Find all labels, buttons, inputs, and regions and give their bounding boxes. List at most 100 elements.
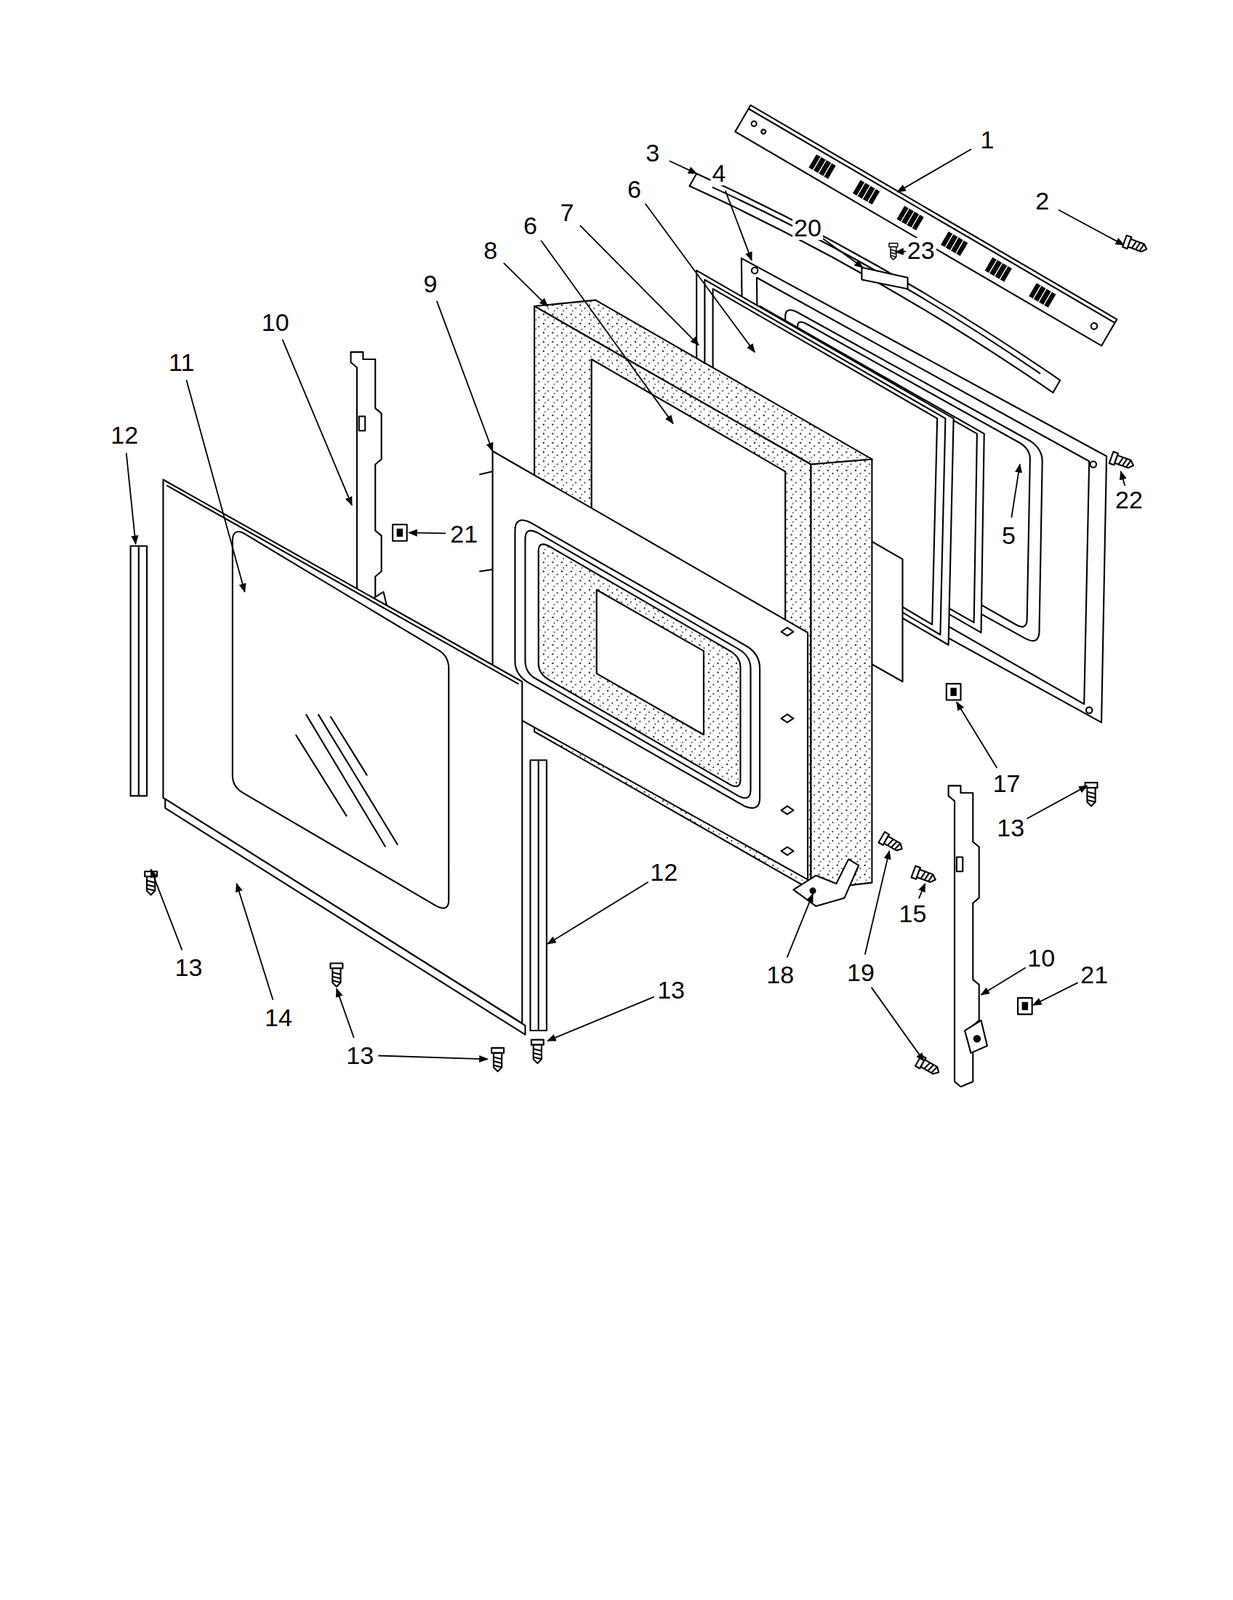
callout-number: 4	[711, 160, 728, 186]
side-trim	[138, 545, 140, 797]
clip	[946, 683, 962, 700]
leader-lines	[126, 149, 1126, 1061]
clip	[1017, 997, 1033, 1014]
door-hinge	[974, 1035, 981, 1042]
outer-door-glass	[162, 479, 522, 1024]
leader-line	[865, 850, 890, 954]
outer-door-glass	[232, 531, 449, 909]
screw	[1109, 451, 1136, 472]
leader-line	[918, 883, 925, 898]
door-liner	[781, 627, 794, 855]
bracket	[793, 858, 859, 906]
clip	[950, 687, 957, 696]
door-liner	[514, 519, 760, 808]
clip	[1022, 1001, 1028, 1010]
callout-number: 21	[448, 521, 480, 546]
callout-number: 6	[521, 213, 539, 238]
inner-door-panel	[1086, 706, 1092, 713]
callout-number: 13	[173, 954, 205, 980]
plate	[861, 242, 908, 289]
door-hinge	[956, 857, 963, 872]
door-liner	[479, 471, 493, 669]
inner-door-panel	[1090, 460, 1097, 467]
callout-number: 13	[655, 977, 687, 1002]
screw	[915, 1054, 942, 1078]
side-trim	[537, 759, 540, 1031]
bottom-trim	[165, 798, 525, 1035]
leader-line	[547, 881, 648, 944]
leader-line	[540, 240, 674, 424]
screw	[911, 865, 938, 886]
callout-number: 2	[1033, 188, 1051, 214]
leader-line	[1121, 471, 1126, 486]
leader-line	[871, 987, 925, 1061]
vent-trim	[750, 119, 758, 128]
screw	[878, 831, 905, 855]
leader-line	[126, 452, 136, 544]
side-trim	[130, 545, 147, 797]
bracket	[793, 858, 859, 906]
leader-line	[669, 160, 697, 174]
screw	[330, 962, 344, 986]
callout-number: 17	[991, 770, 1023, 796]
leader-line	[787, 893, 813, 957]
door-liner	[479, 450, 808, 879]
door-hinge	[359, 416, 365, 432]
leader-line	[725, 190, 752, 261]
callout-number: 10	[1025, 945, 1057, 970]
screw	[1122, 235, 1149, 256]
leader-line	[1026, 785, 1087, 818]
vent-trim	[812, 157, 1052, 306]
leader-line	[547, 996, 654, 1041]
leader-line	[186, 380, 245, 592]
inner-door-panel	[751, 267, 758, 274]
plate	[861, 267, 908, 289]
callout-number: 20	[792, 215, 823, 240]
side-trim	[130, 545, 547, 1031]
door-hinge	[948, 785, 988, 1087]
clip	[396, 528, 403, 537]
vent-trim	[812, 157, 1052, 306]
leader-line	[981, 967, 1026, 995]
leader-line	[1033, 982, 1079, 1005]
leader-line	[436, 300, 493, 451]
leader-line	[151, 868, 183, 950]
leader-line	[645, 203, 756, 352]
callout-number: 3	[644, 140, 661, 166]
callout-number: 8	[482, 237, 499, 263]
callout-number: 13	[995, 814, 1026, 840]
leader-line	[956, 701, 998, 768]
callout-number: 13	[344, 1042, 376, 1068]
callout-number: 18	[764, 961, 796, 987]
leader-line	[580, 225, 699, 345]
leader-line	[336, 988, 355, 1038]
door-liner	[538, 543, 741, 786]
leader-line	[1058, 210, 1124, 246]
callout-number: 23	[905, 237, 937, 263]
leader-line	[236, 883, 273, 1000]
leader-line	[822, 238, 863, 268]
outer-door-glass	[295, 713, 398, 847]
callout-number: 5	[1000, 522, 1018, 548]
screw	[491, 1047, 504, 1071]
callout-number: 14	[263, 1004, 294, 1030]
door-hinge	[964, 1019, 988, 1053]
callout-number: 12	[109, 422, 140, 448]
vent-trim	[1089, 322, 1099, 331]
vent-trim	[808, 154, 1056, 308]
leader-line	[1011, 463, 1020, 517]
callout-number: 15	[897, 900, 929, 926]
callout-number: 6	[625, 176, 643, 202]
callout-number: 1	[978, 127, 996, 152]
leader-line	[282, 339, 352, 506]
insulation-block	[810, 458, 872, 890]
screw	[878, 235, 1149, 1078]
bracket	[810, 887, 816, 893]
vent-trim	[748, 109, 1116, 323]
leader-line	[409, 532, 447, 535]
callout-number: 21	[1078, 961, 1110, 987]
callout-number: 11	[167, 349, 196, 375]
door-liner	[596, 589, 704, 735]
